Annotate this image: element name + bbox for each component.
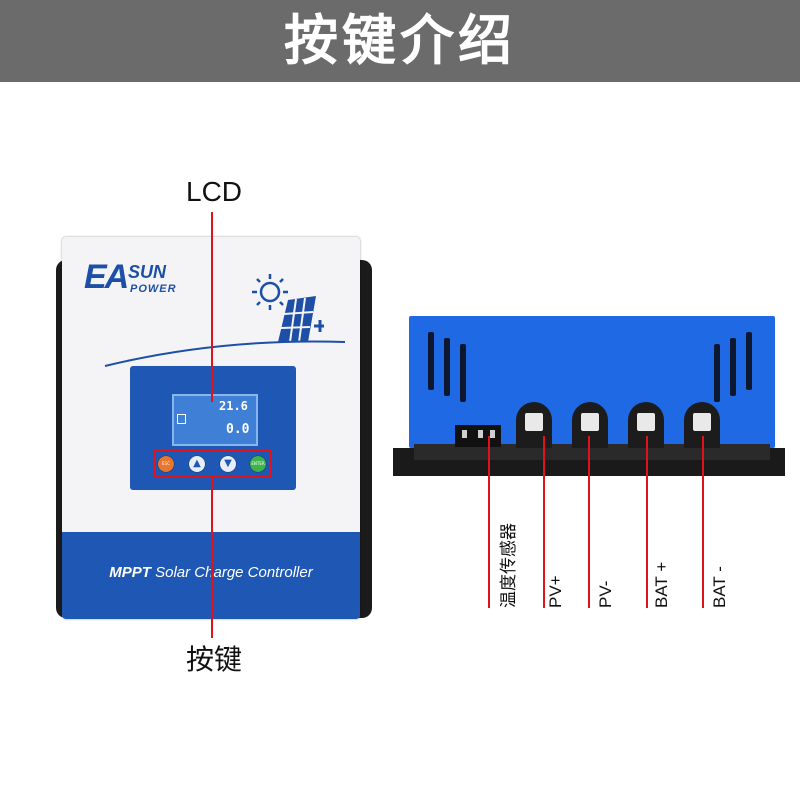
sensor-pin bbox=[478, 430, 483, 438]
bat-plus-label: BAT + bbox=[652, 561, 671, 608]
pv-plus-callout-line bbox=[543, 436, 545, 608]
sensor-pin bbox=[490, 430, 495, 438]
lcd-screen: 21.6 0.0 bbox=[172, 394, 258, 446]
sun-solar-panel-icon bbox=[252, 274, 324, 343]
esc-button[interactable]: ESC bbox=[158, 456, 174, 472]
bat-minus-callout-line bbox=[702, 436, 704, 608]
vent-slot bbox=[730, 338, 736, 396]
keys-callout-label: 按键 bbox=[186, 643, 243, 676]
vent-slot bbox=[746, 332, 752, 390]
lcd-value-bottom: 0.0 bbox=[226, 422, 250, 437]
vent-slot bbox=[460, 344, 466, 402]
down-button[interactable]: ▼ bbox=[220, 456, 236, 472]
terminal-screw bbox=[581, 413, 599, 431]
bat-minus-label: BAT - bbox=[710, 566, 729, 608]
vent-slot bbox=[444, 338, 450, 396]
product-name-rest: Solar Charge Controller bbox=[150, 564, 313, 581]
sensor-callout-line bbox=[488, 436, 490, 608]
bat-plus-callout-line bbox=[646, 436, 648, 608]
up-button[interactable]: ▲ bbox=[189, 456, 205, 472]
pv-minus-label: PV- bbox=[596, 580, 615, 608]
keys-callout-line bbox=[211, 476, 213, 638]
brand-logo-ea: EA bbox=[84, 258, 129, 296]
header-bar: 按键介绍 bbox=[0, 0, 800, 82]
vent-slot bbox=[428, 332, 434, 390]
terminal-screw bbox=[637, 413, 655, 431]
lcd-callout-line bbox=[211, 212, 213, 402]
pv-plus-label: PV+ bbox=[546, 575, 565, 608]
swoosh-decoration bbox=[104, 340, 346, 367]
lcd-value-top: 21.6 bbox=[219, 399, 248, 413]
terminal-screw bbox=[693, 413, 711, 431]
terminal-pv-minus bbox=[572, 402, 608, 448]
vent-slot bbox=[714, 344, 720, 402]
lcd-callout-label: LCD bbox=[186, 176, 243, 207]
sensor-pin bbox=[462, 430, 467, 438]
terminal-screw bbox=[525, 413, 543, 431]
product-name: MPPT Solar Charge Controller bbox=[62, 564, 360, 581]
product-name-bold: MPPT bbox=[109, 564, 151, 581]
controller-side-lip bbox=[414, 444, 770, 460]
brand-logo-sun: SUN bbox=[128, 262, 167, 282]
enter-button[interactable]: ENTER bbox=[250, 456, 266, 472]
page-title: 按键介绍 bbox=[284, 9, 516, 72]
brand-logo-power: POWER bbox=[130, 283, 177, 295]
sensor-label: 温度传感器 bbox=[499, 523, 518, 608]
pv-minus-callout-line bbox=[588, 436, 590, 608]
battery-icon bbox=[177, 414, 186, 424]
terminal-pv-plus bbox=[516, 402, 552, 448]
